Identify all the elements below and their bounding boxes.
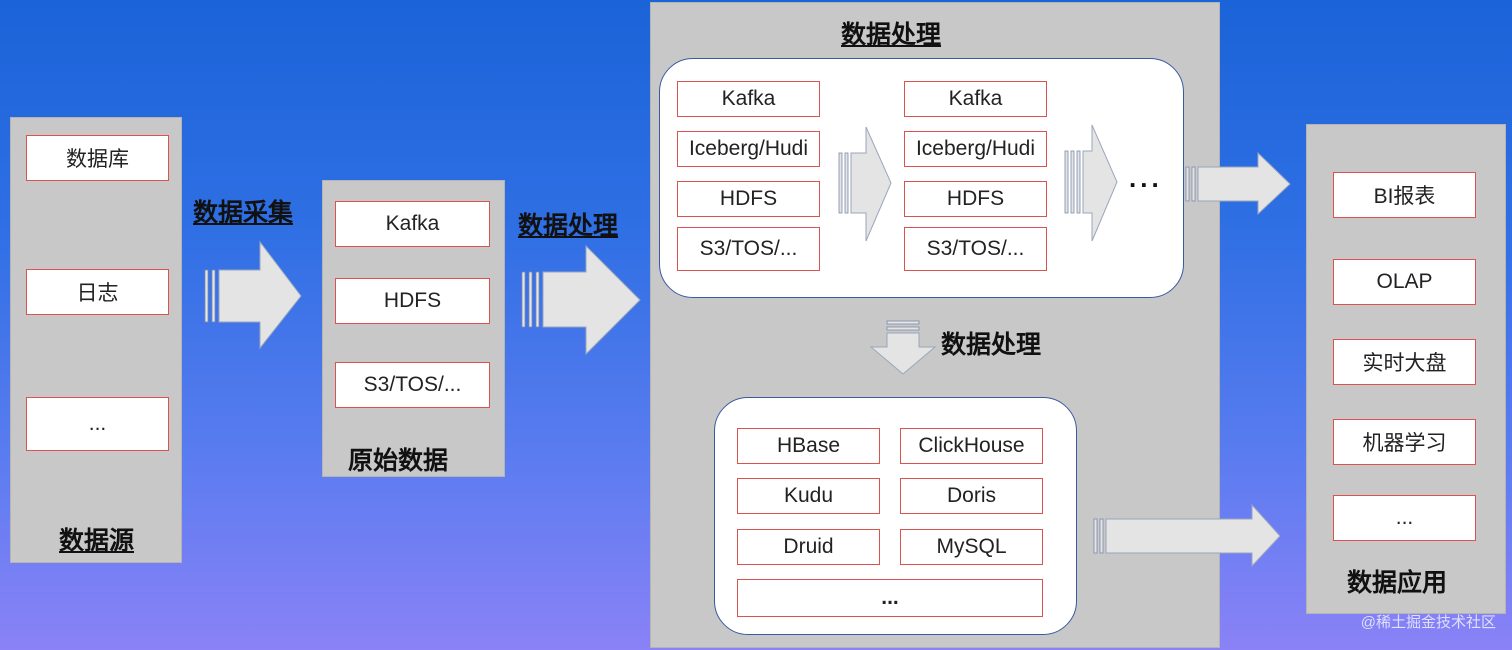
data-processing-panel: 数据处理 Kafka Iceberg/Hudi HDFS S3/TOS/... … [650,2,1220,648]
pipeline-col1-kafka: Kafka [677,81,820,117]
pipeline-col2-s3: S3/TOS/... [904,227,1047,271]
pipeline-col2-iceberg: Iceberg/Hudi [904,131,1047,167]
store-doris: Doris [900,478,1043,514]
data-sources-title: 数据源 [59,526,135,555]
store-clickhouse: ClickHouse [900,428,1043,464]
down-process-label: 数据处理 [941,330,1042,359]
to-apps-arrow-bottom-icon [1093,503,1281,568]
source-item-database: 数据库 [26,135,169,181]
pipeline-ellipsis: ... [1129,163,1163,193]
collect-arrow-icon [204,240,302,350]
source-item-more: ... [26,397,169,451]
raw-item-kafka: Kafka [335,201,490,247]
source-item-logs: 日志 [26,269,169,315]
pipeline-col1-hdfs: HDFS [677,181,820,217]
data-apps-title: 数据应用 [1347,568,1448,597]
pipeline-col2-kafka: Kafka [904,81,1047,117]
store-druid: Druid [737,529,880,565]
store-more: ... [737,579,1043,617]
app-item-more: ... [1333,495,1476,541]
data-processing-title: 数据处理 [841,20,942,49]
data-apps-panel: BI报表 OLAP 实时大盘 机器学习 ... 数据应用 [1306,124,1506,614]
pipeline-col2-hdfs: HDFS [904,181,1047,217]
store-kudu: Kudu [737,478,880,514]
pipeline-col1-s3: S3/TOS/... [677,227,820,271]
store-hbase: HBase [737,428,880,464]
raw-item-hdfs: HDFS [335,278,490,324]
raw-item-s3: S3/TOS/... [335,362,490,408]
pipeline-arrow-2-icon [1064,124,1118,242]
process-arrow-icon [521,244,641,356]
raw-data-panel: Kafka HDFS S3/TOS/... 原始数据 [322,180,505,477]
data-sources-panel: 数据库 日志 ... 数据源 [10,117,182,563]
app-item-dashboard: 实时大盘 [1333,339,1476,385]
app-item-bi: BI报表 [1333,172,1476,218]
to-apps-arrow-top-icon [1185,151,1291,216]
app-item-ml: 机器学习 [1333,419,1476,465]
app-item-olap: OLAP [1333,259,1476,305]
down-arrow-icon [869,320,937,375]
raw-data-title: 原始数据 [348,446,449,475]
process-label: 数据处理 [518,211,619,240]
pipeline-col1-iceberg: Iceberg/Hudi [677,131,820,167]
watermark: @稀土掘金技术社区 [1360,614,1496,631]
pipeline-arrow-1-icon [838,126,892,242]
collect-label: 数据采集 [193,198,294,227]
store-mysql: MySQL [900,529,1043,565]
